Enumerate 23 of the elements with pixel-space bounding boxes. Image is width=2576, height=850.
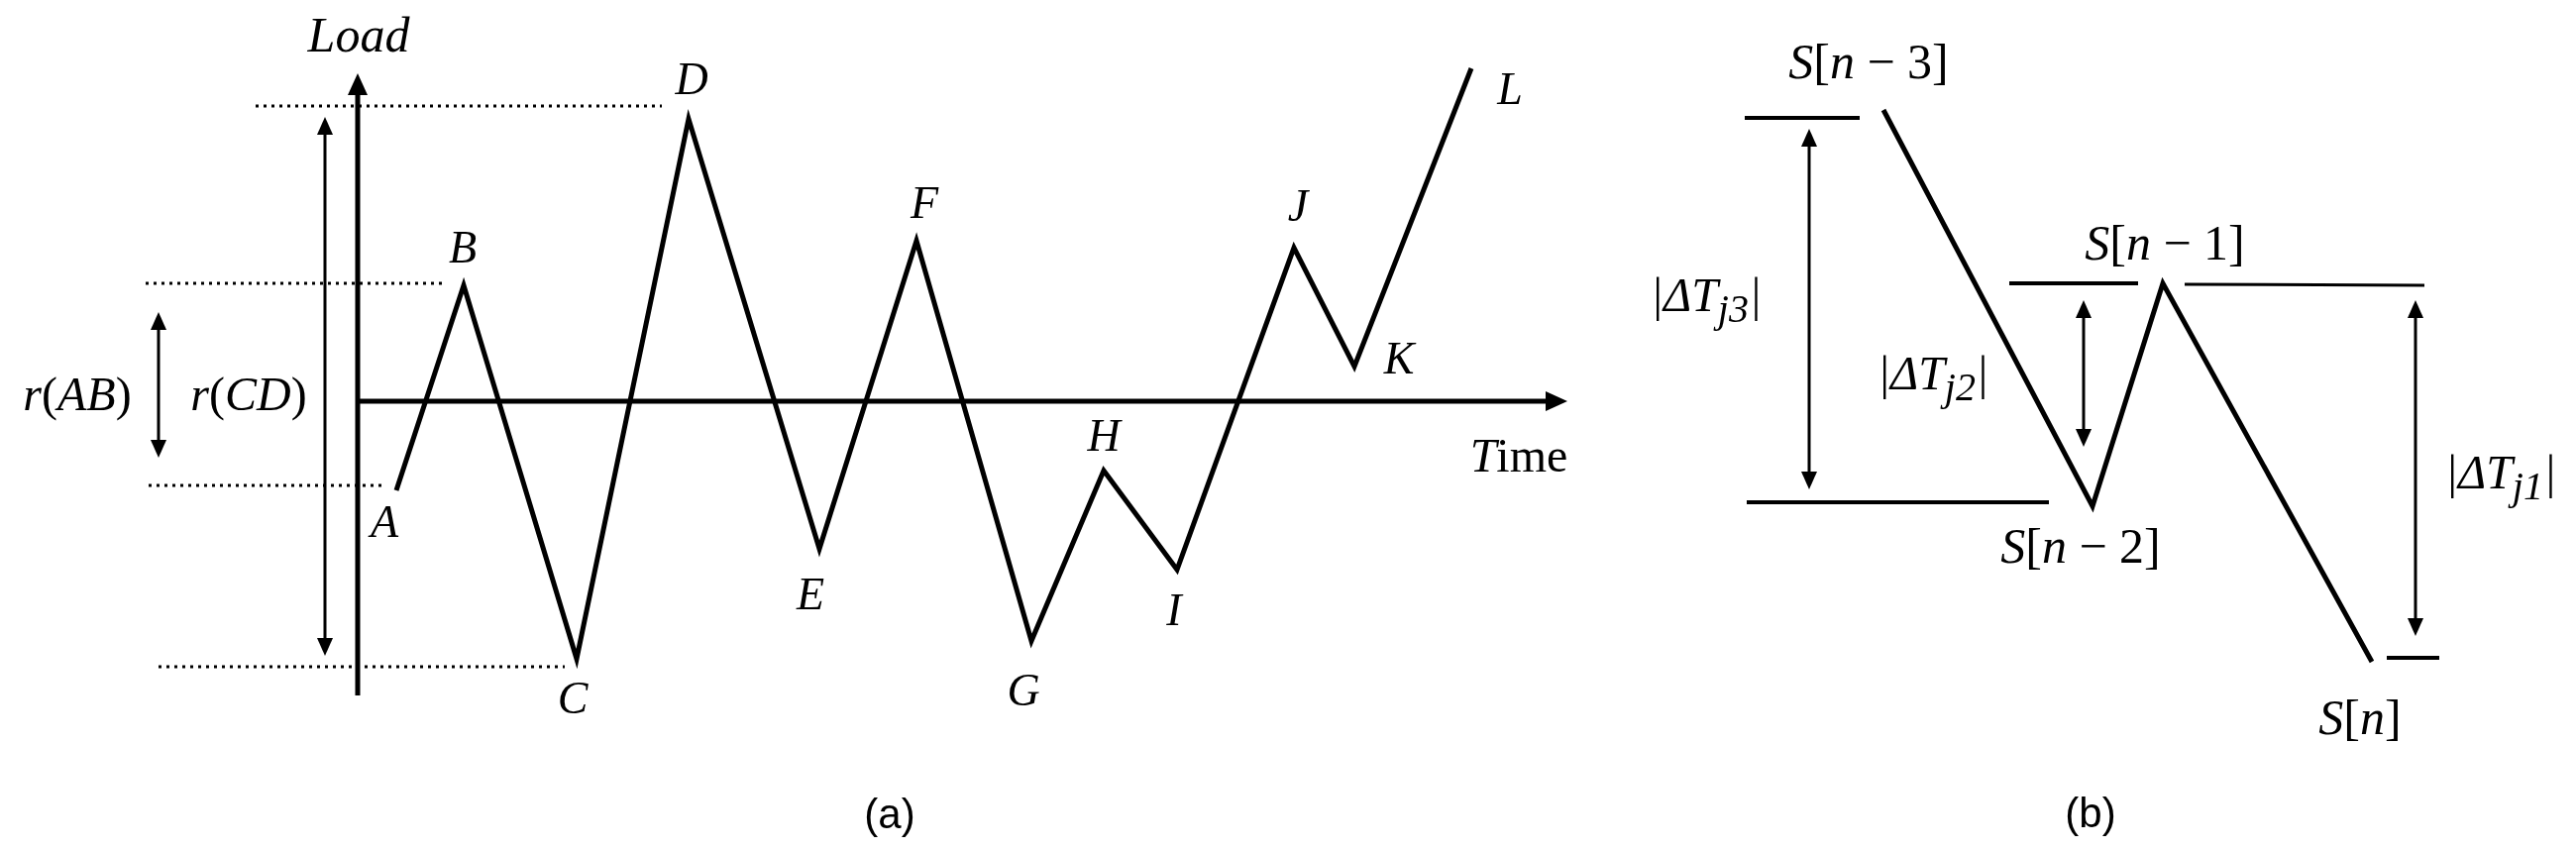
point-label: G [1007, 668, 1040, 713]
point-label: A [370, 499, 399, 545]
point-label: D [675, 56, 708, 102]
panel-label: (b) [2065, 793, 2116, 834]
point-label: E [796, 572, 825, 617]
axis-label: Time [1469, 432, 1568, 479]
level-label: S[n − 2] [2000, 521, 2161, 571]
level-label: S[n − 3] [1788, 37, 1949, 86]
point-label: F [910, 180, 939, 226]
point-label: J [1287, 183, 1309, 229]
point-label: L [1497, 66, 1523, 112]
panel-label: (a) [864, 794, 915, 835]
point-label: H [1087, 413, 1121, 459]
range-label: |ΔT$_{j1}$| [2444, 449, 2557, 506]
range-label: |ΔT$_{j2}$| [1877, 350, 1989, 407]
axis-label: Load [307, 10, 410, 59]
point-label: B [448, 225, 478, 270]
range-label: |ΔT$_{j3}$| [1650, 271, 1763, 329]
point-label: K [1383, 336, 1415, 381]
level-label: S[n] [2318, 692, 2402, 742]
point-label: C [557, 676, 589, 721]
point-label: I [1166, 587, 1182, 633]
level-label: S[n − 1] [2085, 218, 2245, 267]
